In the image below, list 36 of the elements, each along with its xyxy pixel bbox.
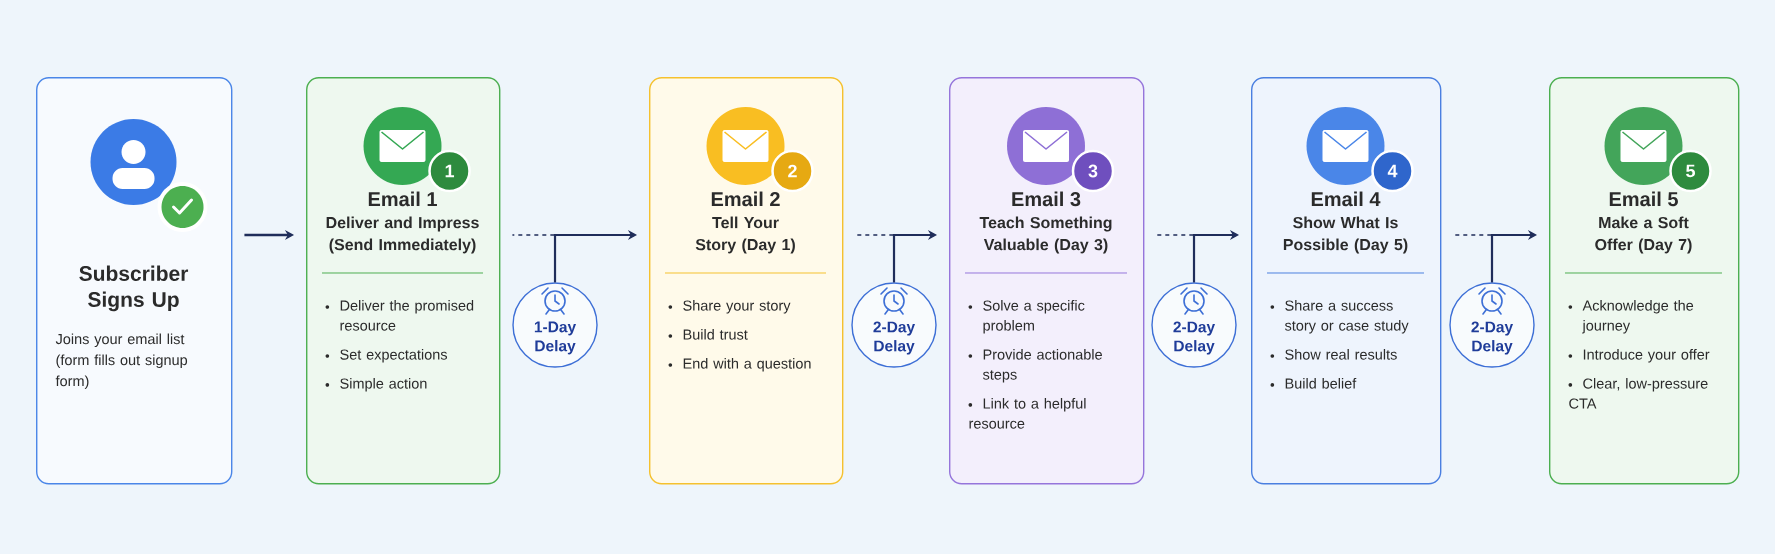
subtitle: Teach Something Valuable (Day 3) — [979, 216, 1112, 254]
subtitle: Tell Your Story (Day 1) — [695, 216, 795, 254]
subtitle: Deliver and Impress (Send Immediately) — [326, 216, 479, 254]
arrow — [892, 229, 937, 283]
bullet-item: Show real results — [1270, 349, 1397, 360]
heading: Email 5 — [1609, 191, 1678, 207]
bullet-item: Clear, low-pressure CTA — [1568, 378, 1708, 409]
bullet-item: Build belief — [1270, 378, 1357, 389]
bullet-item: Build trust — [668, 329, 748, 340]
bullet-item: Solve a specific problem — [968, 300, 1085, 334]
bullet-item: Introduce your offer — [1568, 349, 1710, 363]
number-badge: 1 — [428, 149, 471, 193]
heading: Email 2 — [711, 191, 780, 207]
heading: Email 4 — [1311, 191, 1381, 207]
number-badge: 3 — [1071, 149, 1115, 193]
bullet-item: Link to a helpful resource — [968, 398, 1086, 429]
heading: Email 1 — [368, 191, 437, 207]
arrow — [1192, 229, 1239, 283]
bullet-item: Acknowledge the journey — [1568, 300, 1694, 334]
subtitle: Make a Soft Offer (Day 7) — [1595, 216, 1692, 254]
number-badge: 5 — [1669, 149, 1712, 193]
heading: Email 3 — [1012, 191, 1081, 207]
arrow — [1490, 229, 1537, 283]
bullet-item: Simple action — [325, 378, 427, 392]
description: Joins your email list (form fills out signup form) — [55, 333, 188, 390]
subtitle: Show What Is Possible (Day 5) — [1283, 216, 1408, 254]
title: Subscriber Signs Up — [79, 265, 189, 312]
bullet-item: Share your story — [668, 300, 791, 314]
bullet-item: Provide actionable steps — [968, 349, 1102, 383]
number-badge: 2 — [771, 149, 814, 193]
bullet-item: End with a question — [668, 358, 811, 372]
bullet-item: Deliver the promised resource — [325, 300, 474, 331]
number-badge: 4 — [1371, 149, 1414, 193]
bullet-item: Share a success story or case study — [1270, 300, 1409, 334]
bullet-item: Set expectations — [325, 349, 447, 363]
arrow — [553, 229, 637, 283]
